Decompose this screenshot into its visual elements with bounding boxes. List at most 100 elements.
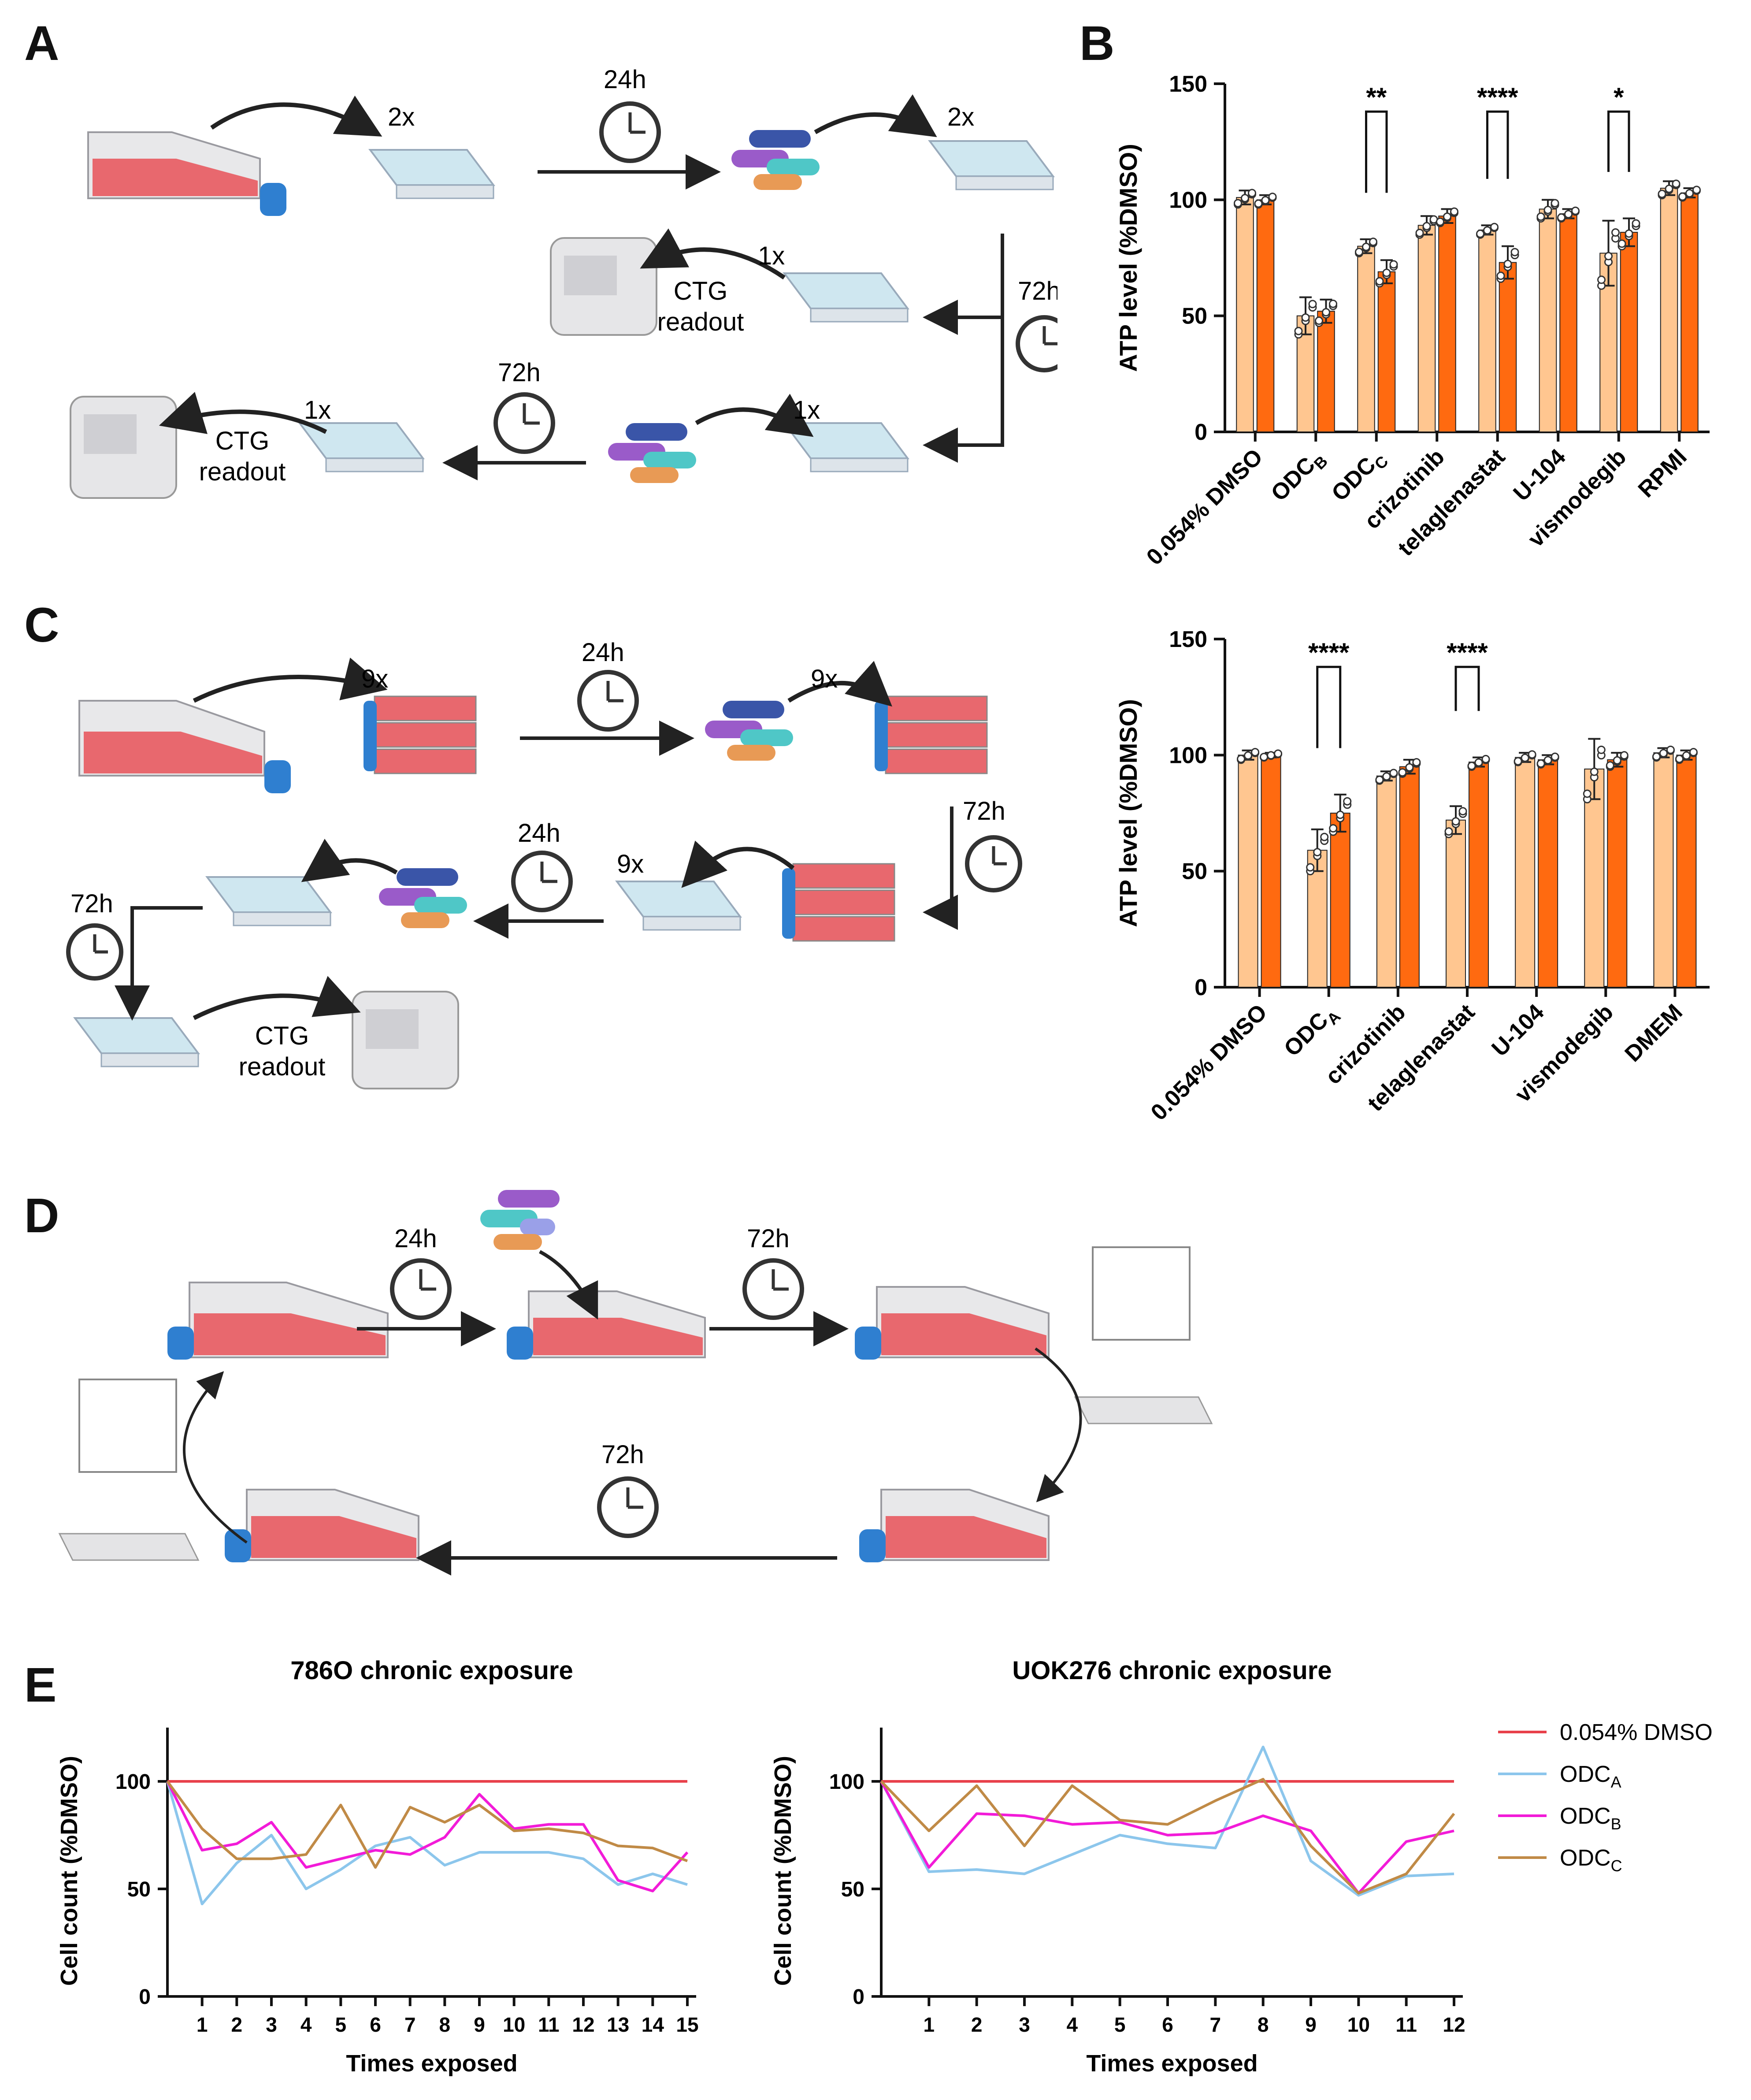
plate-count-label: 1x [304, 396, 331, 424]
x-tick-label: 11 [538, 2013, 560, 2036]
legend-label: ODCC [1560, 1845, 1622, 1875]
readout-label: CTG [255, 1022, 309, 1050]
cell-stack-icon [782, 863, 895, 942]
data-point [1481, 755, 1490, 763]
data-point [1467, 762, 1476, 770]
data-point [1675, 755, 1684, 763]
clock-icon [577, 670, 639, 732]
y-axis-label: Cell count (%DMSO) [56, 1756, 82, 1986]
x-tick-label: 4 [300, 2013, 312, 2036]
time-label: 72h [498, 358, 541, 387]
plate-count-label: 1x [758, 242, 785, 270]
panel-letter-b: B [1080, 16, 1115, 71]
data-point [1355, 248, 1363, 256]
plate-icon [368, 149, 495, 199]
x-tick-label: 15 [676, 2013, 698, 2036]
y-tick-label: 50 [841, 1878, 864, 1901]
data-point [1551, 199, 1559, 208]
data-point [1564, 210, 1573, 219]
bar [1399, 766, 1420, 988]
x-tick-label: U-104 [1487, 999, 1549, 1061]
flask-icon [78, 700, 291, 793]
data-point [1604, 252, 1613, 260]
data-point [1444, 827, 1453, 836]
data-point [1551, 752, 1559, 761]
panel-c-schematic: 9x 9x 9x 24h 72h 24h 72h CTG readout [66, 638, 1022, 1089]
x-tick-label: 2 [971, 2013, 983, 2036]
data-point [1398, 768, 1407, 777]
data-point [1375, 775, 1384, 784]
data-point [1625, 229, 1633, 238]
y-tick-label: 100 [829, 1770, 864, 1794]
data-point [1405, 763, 1414, 772]
y-tick-label: 100 [1169, 187, 1207, 213]
x-tick-label: 11 [1395, 2013, 1417, 2036]
y-tick-label: 150 [1169, 627, 1207, 652]
y-axis-label: ATP level (%DMSO) [1114, 144, 1142, 372]
clock-icon [493, 392, 555, 454]
bar [1376, 775, 1397, 988]
data-point [1476, 229, 1484, 238]
series-line-odca [880, 1745, 1454, 1897]
flow-arrow [539, 1250, 598, 1320]
chart-title: 786O chronic exposure [290, 1656, 573, 1685]
y-tick-label: 0 [1195, 975, 1207, 1000]
data-point [1308, 300, 1317, 308]
x-tick-label: ODCB [1266, 444, 1331, 509]
hemocytometer-icon [1074, 1246, 1213, 1424]
data-point [1521, 754, 1529, 762]
data-point [1436, 217, 1444, 226]
clock-icon [742, 1258, 804, 1320]
data-point [1672, 179, 1681, 188]
flow-arrow [301, 839, 398, 882]
y-tick-label: 50 [1182, 859, 1207, 885]
data-point [1543, 205, 1552, 214]
legend-label: ODCB [1560, 1803, 1621, 1833]
data-point [1329, 824, 1338, 833]
flow-arrow [182, 1371, 248, 1544]
clock-icon [597, 1476, 659, 1538]
legend-label: 0.054% DMSO [1560, 1720, 1713, 1745]
bar [1515, 757, 1536, 988]
data-point [1294, 327, 1303, 335]
data-point [1343, 797, 1352, 806]
readout-label: readout [239, 1052, 326, 1081]
flow-arrow [115, 906, 203, 1021]
data-point [1590, 767, 1599, 776]
drug-capsules-icon [731, 130, 820, 190]
series-line-odcc [880, 1778, 1455, 1895]
significance-bracket [1454, 665, 1480, 711]
data-point [1412, 758, 1421, 767]
significance-bracket [1607, 110, 1630, 172]
flow-arrow [193, 658, 388, 703]
x-tick-label: 12 [572, 2013, 594, 2036]
data-point [1313, 848, 1322, 857]
series-line-odcc [166, 1780, 688, 1869]
stack-count-label: 9x [361, 665, 388, 693]
panel-d-schematic: 24h 72h 72h [58, 1190, 1213, 1576]
data-point [1329, 299, 1337, 308]
panel-letter-d: D [24, 1189, 59, 1243]
data-point [1254, 199, 1263, 208]
flow-arrow [159, 392, 327, 434]
drug-capsules-icon [379, 868, 467, 928]
bar [1539, 208, 1557, 432]
x-axis-label: Times exposed [1086, 2050, 1258, 2077]
flask-icon [167, 1282, 389, 1360]
bar [1417, 225, 1436, 432]
bar [1620, 232, 1638, 432]
data-point [1503, 260, 1512, 268]
data-point [1490, 223, 1499, 231]
data-point [1682, 751, 1691, 760]
data-point [1382, 268, 1391, 277]
readout-label: CTG [215, 427, 269, 455]
data-point [1450, 207, 1458, 216]
x-tick-label: 10 [503, 2013, 525, 2036]
data-point [1268, 193, 1277, 201]
flask-icon [507, 1290, 706, 1360]
y-tick-label: 50 [1182, 304, 1207, 329]
x-tick-label: 5 [335, 2013, 347, 2036]
plate-icon [783, 272, 909, 323]
bar [1676, 755, 1697, 988]
